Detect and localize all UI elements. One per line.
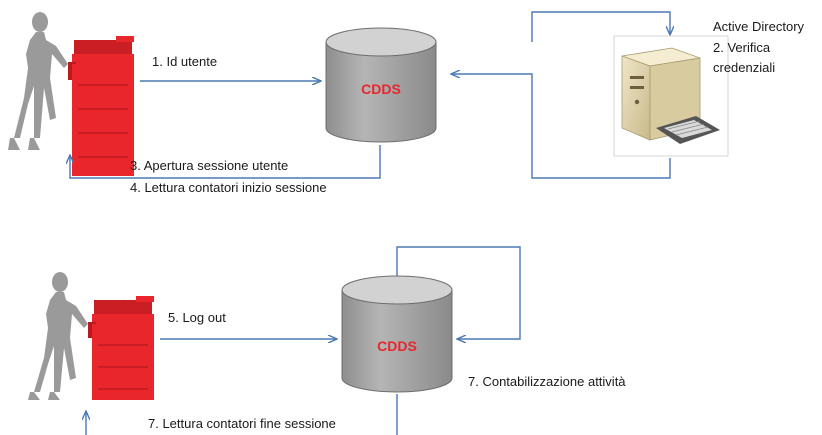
step-5-label: 5. Log out bbox=[168, 310, 226, 325]
database-cylinder-icon bbox=[341, 275, 453, 393]
cdds-label: CDDS bbox=[377, 338, 417, 354]
server-tower-icon bbox=[613, 35, 729, 157]
step-2-label-line1: 2. Verifica bbox=[713, 40, 771, 55]
step-4-label: 4. Lettura contatori inizio sessione bbox=[130, 180, 327, 195]
multifunction-printer-icon bbox=[88, 296, 154, 400]
step-7-accounting-label: 7. Contabilizzazione attività bbox=[468, 374, 626, 389]
database-cylinder-icon bbox=[325, 27, 437, 143]
active-directory-label: Active Directory bbox=[713, 19, 805, 34]
step-7-counters-label: 7. Lettura contatori fine sessione bbox=[148, 416, 336, 431]
step-1-label: 1. Id utente bbox=[152, 54, 217, 69]
cdds-label: CDDS bbox=[361, 81, 401, 97]
woman-silhouette-icon bbox=[8, 12, 68, 150]
multifunction-printer-icon bbox=[68, 36, 134, 176]
step-2-label-line2: credenziali bbox=[713, 60, 775, 75]
woman-silhouette-icon bbox=[28, 272, 88, 400]
arrow-cdds-to-active-directory bbox=[531, 11, 670, 42]
arrow-contabilizzazione bbox=[396, 246, 521, 339]
arrow-active-directory-to-cdds bbox=[452, 74, 671, 179]
arrow-apertura-sessione bbox=[70, 145, 381, 179]
step-3-label: 3. Apertura sessione utente bbox=[130, 158, 288, 173]
